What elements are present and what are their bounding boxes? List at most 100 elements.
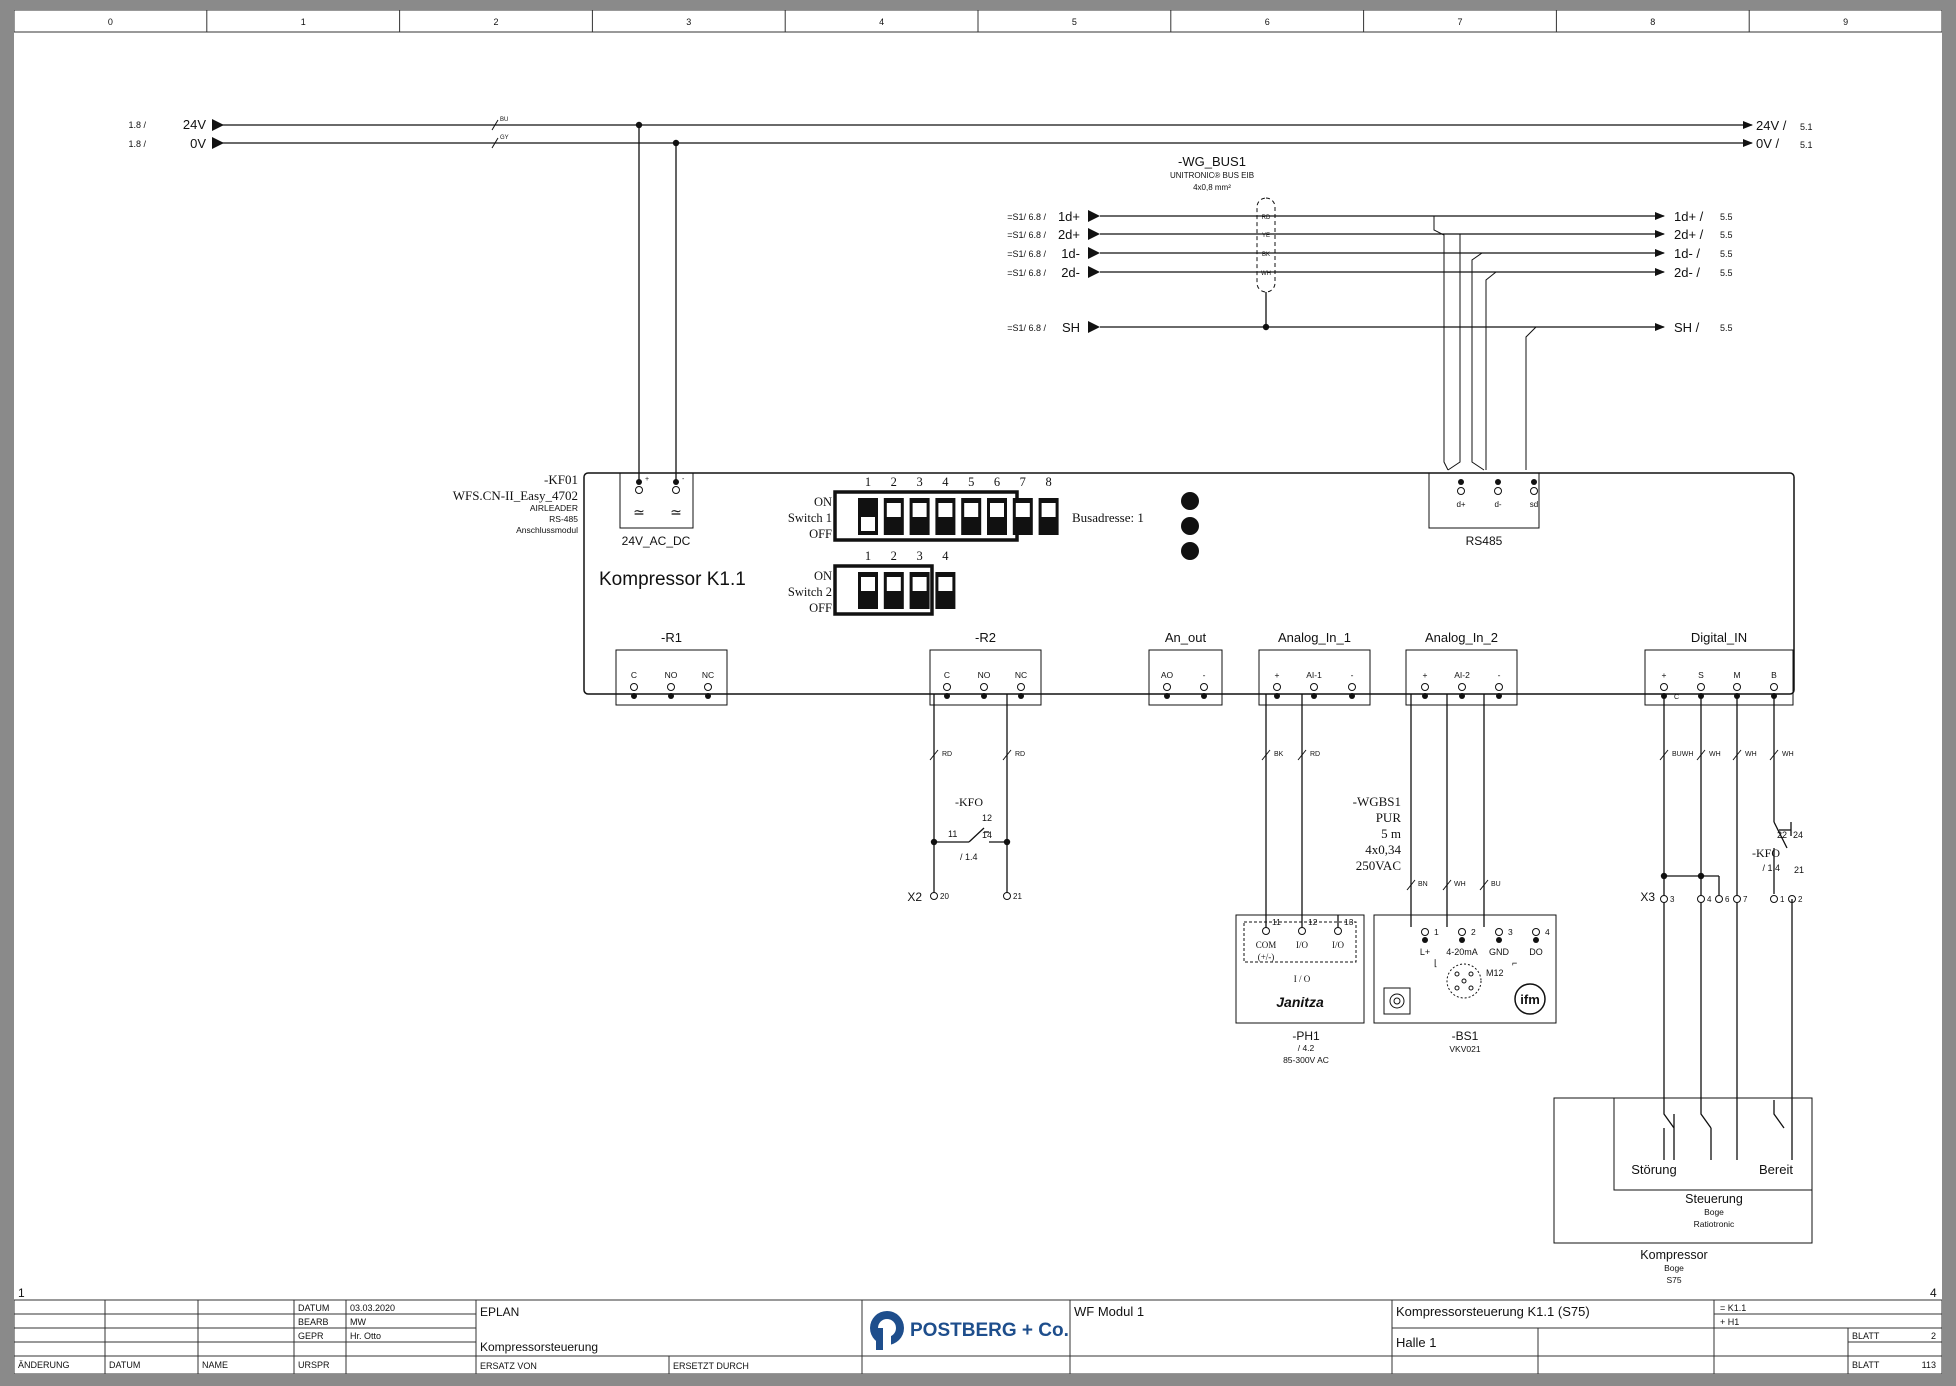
row-label-right: 4: [1930, 1286, 1937, 1300]
bus-address: Busadresse: 1: [1072, 510, 1144, 525]
power-block: + - ≃ ≃ 24V_AC_DC: [619, 472, 694, 548]
ph1-pin-11: 11: [1272, 917, 1281, 927]
wire-gy: GY: [500, 135, 509, 141]
bus-signal-label: 2d-: [1061, 265, 1080, 280]
bs1-current-icon: ⌊: [1434, 958, 1438, 968]
bus-signal-target: SH /: [1674, 320, 1700, 335]
steuerung-type: Ratiotronic: [1694, 1219, 1735, 1229]
column-number: 8: [1650, 17, 1655, 27]
bus-signal-ref: =S1/ 6.8 /: [1007, 230, 1046, 240]
switch2-name: Switch 2: [788, 585, 832, 599]
bs1-pin-label: GND: [1489, 947, 1510, 957]
power-pin-minus: -: [682, 476, 685, 483]
janitza-logo: Janitza: [1276, 994, 1324, 1010]
terminal-pin-label: S: [1698, 670, 1704, 680]
terminal-block-title: Digital_IN: [1691, 630, 1747, 645]
supply-0v-target: 0V /: [1756, 136, 1780, 151]
wgbs1-cable-label: -WGBS1 PUR 5 m 4x0,34 250VAC: [1353, 794, 1402, 873]
bs1-do-icon: ⌐: [1512, 958, 1517, 968]
led-2: [1181, 517, 1199, 535]
x3-terminal-number: 2: [1798, 895, 1803, 904]
ph1-ref: / 4.2: [1298, 1043, 1315, 1053]
ph1-label-io1: I/O: [1296, 940, 1308, 950]
dip-number: 3: [916, 475, 922, 489]
kfo-c22: 22: [1777, 830, 1787, 840]
sensor-icon: [1383, 987, 1411, 1015]
column-number: 4: [879, 17, 884, 27]
bs1-pin-label: L+: [1420, 947, 1430, 957]
module-kf01-label: -KF01 WFS.CN-II_Easy_4702 AIRLEADER RS-4…: [453, 472, 579, 535]
x3-terminal-number: 3: [1670, 895, 1675, 904]
row-label-left: 1: [18, 1286, 25, 1300]
bs1-pin-number: 3: [1508, 927, 1513, 937]
bus-wire-color: WH: [1261, 271, 1271, 277]
wgbs1-line4: 4x0,34: [1365, 842, 1401, 857]
module-kf01-box: [583, 472, 1795, 695]
module-desc: Anschlussmodul: [516, 525, 578, 535]
terminal-pin-label: +: [1275, 670, 1280, 680]
dip-number: 3: [916, 549, 922, 563]
tb-blatt: 2: [1931, 1331, 1936, 1341]
bus-signal-ref: =S1/ 6.8 /: [1007, 323, 1046, 333]
x2-tag: X2: [907, 890, 922, 904]
ph1-label-sub: (+/-): [1258, 952, 1275, 962]
tb-aenderung: ÄNDERUNG: [18, 1360, 70, 1370]
bus-wire-color: YE: [1262, 233, 1270, 239]
tb-datum-label: DATUM: [298, 1303, 329, 1313]
terminal-pin-label: NC: [1015, 670, 1027, 680]
terminal-pin-label: AO: [1161, 670, 1174, 680]
switch2-on: ON: [814, 569, 832, 583]
bus-signal-page: 5.5: [1720, 268, 1733, 278]
bs1-m12: M12: [1486, 968, 1504, 978]
supply-24v-target: 24V /: [1756, 118, 1787, 133]
kfo-contact-tag: -KFO: [1752, 846, 1780, 860]
wire-din-2: WH: [1709, 751, 1721, 758]
terminal-block-title: -R2: [975, 630, 996, 645]
bus-cable-type: UNITRONIC® BUS EIB: [1170, 171, 1254, 180]
kfo-c12: 12: [982, 813, 992, 823]
tb-ersatz-von: ERSATZ VON: [480, 1361, 537, 1371]
terminal-pin-label: B: [1771, 670, 1777, 680]
wire-r2-c: RD: [942, 751, 952, 758]
wgbs1-line5: 250VAC: [1356, 858, 1401, 873]
tb-urspr-label: URSPR: [298, 1360, 330, 1370]
ifm-logo: [1514, 983, 1546, 1015]
tb-gepr-label: GEPR: [298, 1331, 324, 1341]
tb-blatt-total: 113: [1922, 1360, 1936, 1370]
dip-number: 1: [865, 475, 871, 489]
module-tag: -KF01: [544, 472, 578, 487]
ain2-circuit: BN WH BU: [1406, 694, 1501, 927]
bus-signal-page: 5.5: [1720, 230, 1733, 240]
bus-wire-color: BK: [1262, 252, 1270, 258]
dip-number: 4: [942, 475, 949, 489]
steuerung-label: Steuerung: [1685, 1192, 1743, 1206]
tb-eplan: EPLAN: [480, 1305, 519, 1319]
column-number: 1: [301, 17, 306, 27]
wire-ain1-1: BK: [1274, 751, 1284, 758]
rs485-pin-label: d+: [1456, 500, 1465, 509]
compressor-maker: Boge: [1664, 1263, 1684, 1273]
dip-number: 5: [968, 475, 974, 489]
column-number: 7: [1457, 17, 1462, 27]
tb-company: POSTBERG + Co.: [910, 1320, 1069, 1341]
bs1-type: VKV021: [1449, 1044, 1480, 1054]
wire-bu: BU: [500, 117, 508, 123]
bus-cable-tag: -WG_BUS1: [1178, 154, 1246, 169]
tb-blatt-label-1: BLATT: [1852, 1331, 1880, 1341]
rs485-pin-label: sd: [1530, 500, 1538, 509]
terminal-block-title: An_out: [1165, 630, 1207, 645]
supply-24v-ref: 1.8 /: [128, 120, 146, 130]
kfo-c24: 24: [1793, 830, 1803, 840]
wire-ain2-3: BU: [1491, 881, 1501, 888]
bus-signal-label: 1d-: [1061, 246, 1080, 261]
supply-0v-ref: 1.8 /: [128, 139, 146, 149]
led-3: [1181, 542, 1199, 560]
bereit-label: Bereit: [1759, 1162, 1793, 1177]
dip-number: 7: [1020, 475, 1026, 489]
column-number: 9: [1843, 17, 1848, 27]
